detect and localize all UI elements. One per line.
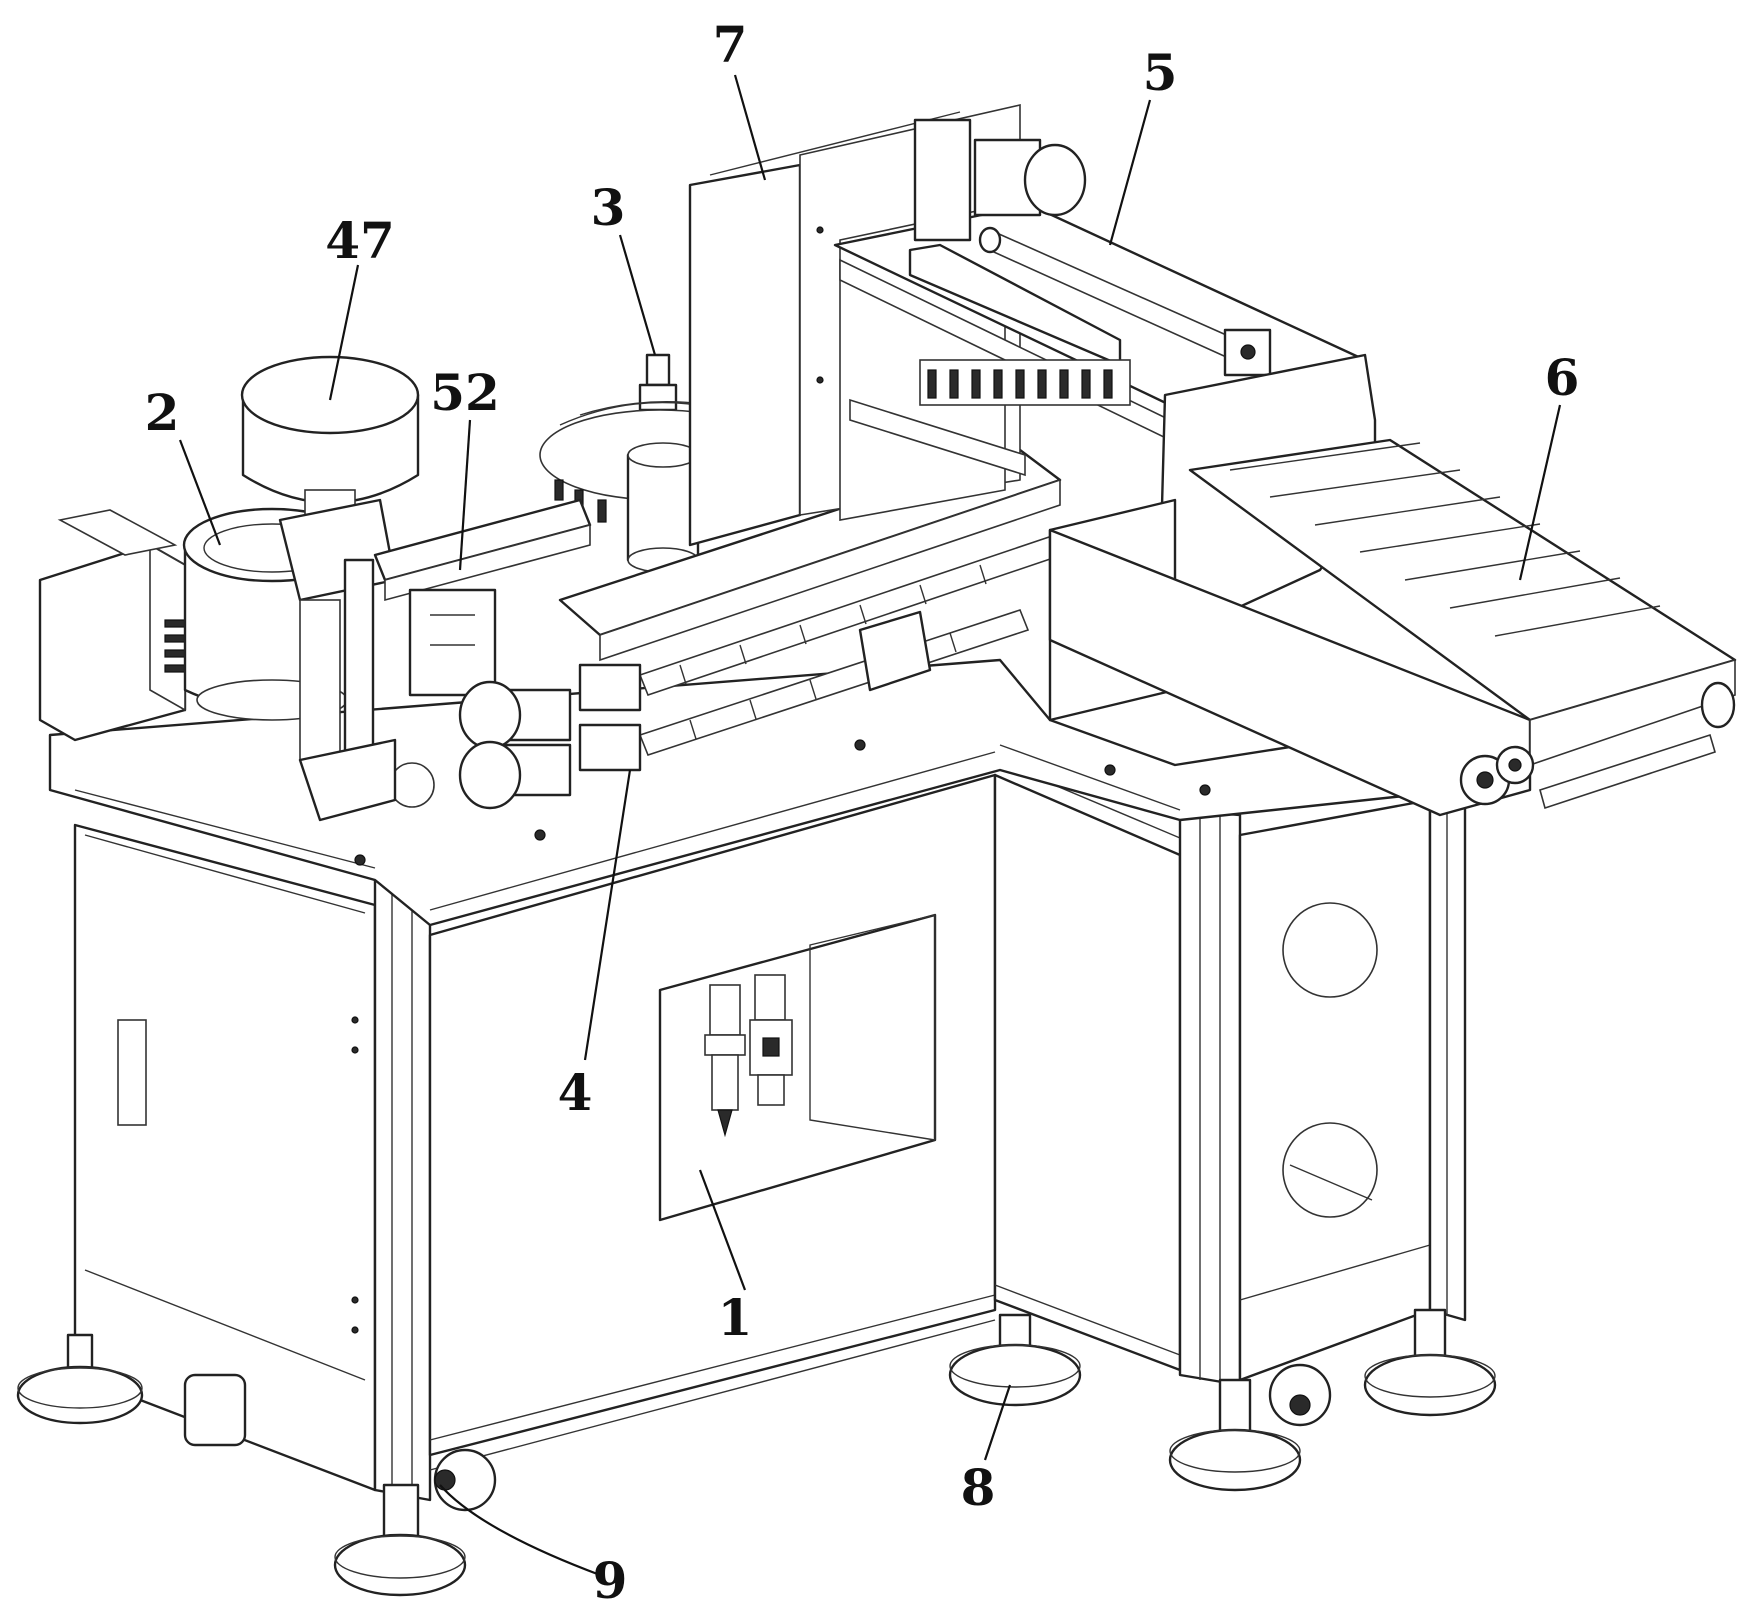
leader-4: [583, 769, 632, 1061]
leveling-foot-front-left: [333, 1483, 467, 1597]
callout-47: 47: [325, 211, 395, 270]
conveyor: [1048, 438, 1737, 817]
cable-port-lower: [1282, 1122, 1378, 1218]
leveling-foot-rear-right: [1363, 1308, 1497, 1417]
leveling-foot-middle: [948, 1313, 1082, 1407]
leader-2: [178, 439, 222, 546]
callout-7: 7: [713, 15, 748, 74]
callout-8: 8: [961, 1458, 996, 1517]
caster-left: [433, 1448, 497, 1512]
servo-motor-lower: [458, 740, 572, 810]
leader-52: [458, 419, 472, 571]
air-filter-window: [658, 913, 937, 1222]
callout-6: 6: [1545, 348, 1580, 407]
gantry-motor: [913, 118, 1087, 242]
linear-track: [373, 498, 592, 697]
callout-2: 2: [145, 383, 180, 442]
leader-3: [618, 234, 657, 356]
coupling-blocks: [578, 663, 642, 772]
hopper: [240, 355, 420, 531]
leader-7: [733, 74, 767, 181]
callout-1: 1: [718, 1288, 753, 1347]
servo-motor-upper: [458, 680, 572, 750]
linear-rail-shaft: [978, 226, 1272, 377]
suction-cup-row: [919, 359, 1131, 406]
caster-right: [1268, 1363, 1332, 1427]
hopper-support: [278, 498, 397, 822]
air-filter-regulator: [704, 974, 793, 1138]
leader-9: [439, 1484, 601, 1577]
caster-rear-left: [183, 1373, 247, 1447]
leader-47: [328, 264, 360, 401]
leader-6: [1518, 404, 1562, 581]
cabinet-handle: [117, 1019, 147, 1126]
leader-lines: [178, 74, 1562, 1577]
leader-8: [983, 1384, 1012, 1461]
callout-52: 52: [430, 363, 500, 422]
callout-labels: 1 2 3 4 5 6 7 8 9 47 52: [145, 15, 1580, 1605]
leader-5: [1108, 99, 1152, 246]
callout-3: 3: [591, 178, 626, 237]
callout-9: 9: [593, 1551, 628, 1605]
callout-4: 4: [558, 1063, 593, 1122]
callout-5: 5: [1143, 43, 1178, 102]
leveling-foot-rear-left: [16, 1333, 144, 1425]
leader-1: [698, 1169, 747, 1291]
leveling-foot-front-right: [1168, 1378, 1302, 1492]
cable-port-upper: [1282, 902, 1378, 998]
